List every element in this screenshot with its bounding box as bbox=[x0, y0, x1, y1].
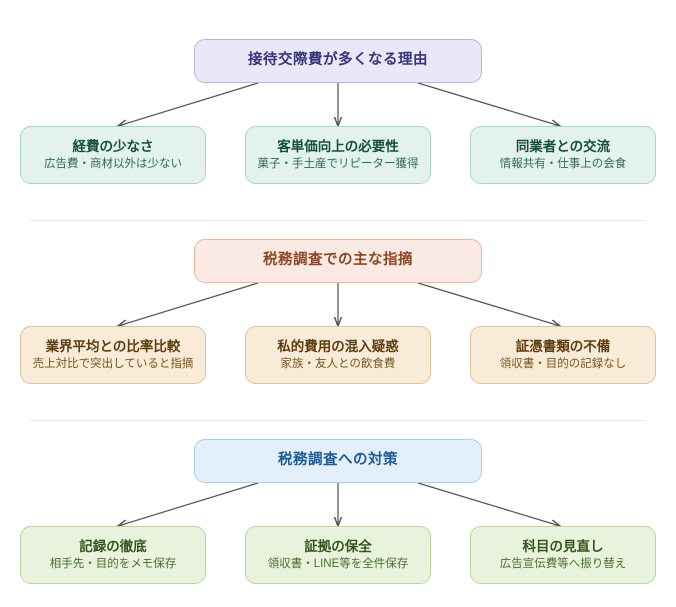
child-node-title: 経費の少なさ bbox=[72, 138, 154, 154]
child-node-title: 同業者との交流 bbox=[515, 138, 611, 154]
child-node-subtitle: 家族・友人との飲食費 bbox=[280, 358, 396, 371]
child-node-title: 業界平均との比率比較 bbox=[45, 338, 181, 354]
root-node-label: 税務調査への対策 bbox=[278, 452, 398, 469]
root-node-label: 税務調査での主な指摘 bbox=[263, 252, 413, 269]
section-divider-1 bbox=[30, 220, 646, 221]
root-node-label: 接待交際費が多くなる理由 bbox=[248, 52, 428, 69]
child-node-title: 客単価向上の必要性 bbox=[277, 138, 399, 154]
root-node-reasons[interactable]: 接待交際費が多くなる理由 bbox=[194, 39, 482, 83]
child-node-subtitle: 情報共有・仕事上の会食 bbox=[499, 158, 627, 171]
child-node-countermeasures-2[interactable]: 証拠の保全 領収書・LINE等を全件保存 bbox=[245, 526, 431, 584]
child-node-reasons-3[interactable]: 同業者との交流 情報共有・仕事上の会食 bbox=[470, 126, 656, 184]
child-node-audit-findings-1[interactable]: 業界平均との比率比較 売上対比で突出していると指摘 bbox=[20, 326, 206, 384]
section-reasons: 接待交際費が多くなる理由 経費の少なさ 広告費・商材以外は少ない 客単価向上の必… bbox=[0, 0, 676, 220]
root-node-countermeasures[interactable]: 税務調査への対策 bbox=[194, 439, 482, 483]
child-node-subtitle: 広告宣伝費等へ振り替え bbox=[499, 558, 627, 571]
section-divider-2 bbox=[30, 420, 646, 421]
child-node-subtitle: 菓子・手土産でリピーター獲得 bbox=[257, 158, 419, 171]
child-node-audit-findings-3[interactable]: 証憑書類の不備 領収書・目的の記録なし bbox=[470, 326, 656, 384]
child-node-subtitle: 売上対比で突出していると指摘 bbox=[32, 358, 194, 371]
child-node-title: 証拠の保全 bbox=[304, 538, 372, 554]
root-node-audit-findings[interactable]: 税務調査での主な指摘 bbox=[194, 239, 482, 283]
child-node-reasons-1[interactable]: 経費の少なさ 広告費・商材以外は少ない bbox=[20, 126, 206, 184]
child-node-subtitle: 領収書・LINE等を全件保存 bbox=[267, 558, 409, 571]
child-node-subtitle: 広告費・商材以外は少ない bbox=[44, 158, 182, 171]
child-node-subtitle: 領収書・目的の記録なし bbox=[499, 358, 627, 371]
child-node-audit-findings-2[interactable]: 私的費用の混入疑惑 家族・友人との飲食費 bbox=[245, 326, 431, 384]
child-node-title: 証憑書類の不備 bbox=[515, 338, 611, 354]
child-node-title: 私的費用の混入疑惑 bbox=[277, 338, 399, 354]
child-node-title: 記録の徹底 bbox=[79, 538, 147, 554]
child-node-countermeasures-3[interactable]: 科目の見直し 広告宣伝費等へ振り替え bbox=[470, 526, 656, 584]
section-countermeasures: 税務調査への対策 記録の徹底 相手先・目的をメモ保存 証拠の保全 領収書・LIN… bbox=[0, 400, 676, 607]
section-audit-findings: 税務調査での主な指摘 業界平均との比率比較 売上対比で突出していると指摘 私的費… bbox=[0, 200, 676, 420]
child-node-subtitle: 相手先・目的をメモ保存 bbox=[49, 558, 177, 571]
child-node-title: 科目の見直し bbox=[522, 538, 604, 554]
child-node-reasons-2[interactable]: 客単価向上の必要性 菓子・手土産でリピーター獲得 bbox=[245, 126, 431, 184]
child-node-countermeasures-1[interactable]: 記録の徹底 相手先・目的をメモ保存 bbox=[20, 526, 206, 584]
